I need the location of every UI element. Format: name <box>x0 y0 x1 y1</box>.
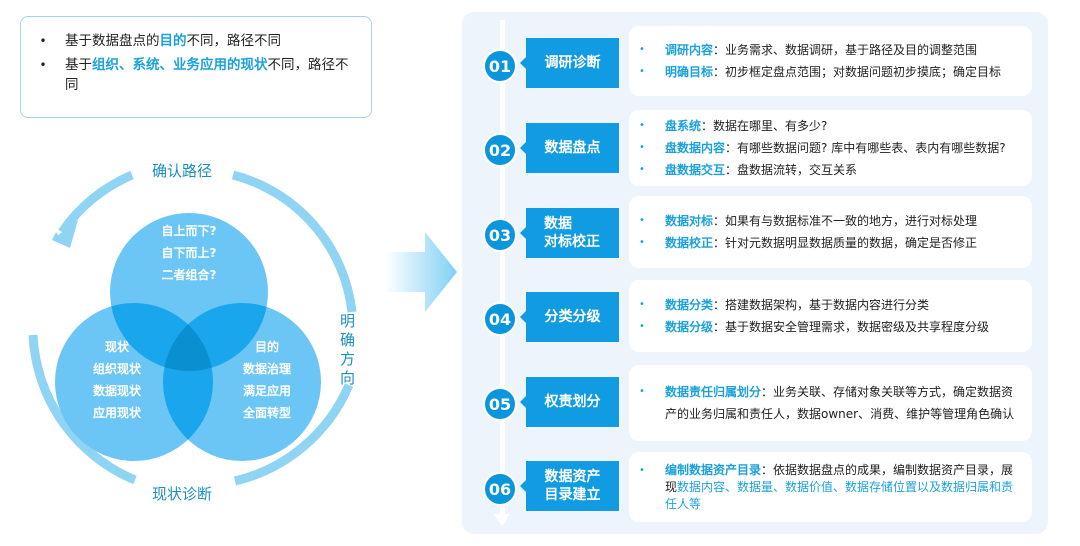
arc-top-left <box>58 170 134 235</box>
bullet-icon: • <box>639 215 645 226</box>
step-card-01: •调研内容：业务需求、数据调研，基于路径及目的调整范围 •明确目标：初步框定盘点… <box>629 26 1032 96</box>
note-line-1: • 基于数据盘点的目的不同，路径不同 <box>21 31 361 51</box>
note-highlight: 组织、系统、业务应用的现状 <box>92 57 268 73</box>
right-circle-text: 目的数据治理满足应用全面转型 <box>242 340 291 420</box>
arc-bottom-right <box>233 383 354 486</box>
step-number-03: 03 <box>483 218 517 252</box>
step-tag-01: 调研诊断 <box>520 38 619 88</box>
note-text: 基于 <box>65 57 92 73</box>
step-card-05: •数据责任归属划分：业务关联、存储对象关联等方式，确定数据资产的业务归属和责任人… <box>629 365 1032 441</box>
bullet-item: •盘数据内容：有哪些数据问题? 库中有哪些表、表内有哪些数据? <box>635 137 1024 159</box>
bullet-icon: • <box>639 386 645 397</box>
step-number-04: 04 <box>483 302 517 336</box>
bullet-icon: • <box>639 66 645 77</box>
timeline-arrow-icon <box>494 514 510 526</box>
bullet-item: •数据分类：搭建数据架构，基于数据内容进行分类 <box>635 294 1024 316</box>
bullet-icon: • <box>639 321 645 332</box>
bullet-item: •明确目标：初步框定盘点范围；对数据问题初步摸底；确定目标 <box>635 61 1024 83</box>
step-tag-02: 数据盘点 <box>520 123 619 173</box>
note-text: 基于数据盘点的 <box>65 33 160 49</box>
arc-label-confirm-path: 确认路径 <box>152 162 213 180</box>
arc-arrowhead-icon <box>52 220 78 248</box>
step-tag-04: 分类分级 <box>520 292 619 342</box>
venn-svg <box>28 170 357 486</box>
arc-label-status-diagnosis: 现状诊断 <box>152 485 213 503</box>
step-number-01: 01 <box>483 49 517 83</box>
step-number-02: 02 <box>483 133 517 167</box>
step-card-03: •数据对标：如果有与数据标准不一致的地方，进行对标处理 •数据校正：针对元数据明… <box>629 196 1032 268</box>
bullet-item: •调研内容：业务需求、数据调研，基于路径及目的调整范围 <box>635 39 1024 61</box>
bullet-item: •数据分级：基于数据安全管理需求，数据密级及共享程度分级 <box>635 316 1024 338</box>
bullet-icon: • <box>639 464 645 476</box>
bullet-icon: • <box>639 237 645 248</box>
bullet-item: •编制数据资产目录：依据数据盘点的成果，编制数据资产目录，展现数据内容、数据量、… <box>635 462 1024 513</box>
right-arrow-icon <box>385 232 457 312</box>
note-text: 不同，路径不同 <box>186 33 282 49</box>
venn-diagram: 确认路径 明确方向 现状诊断 自上而下?自下而上?二者组合? 现状组织现状数据现… <box>0 140 390 520</box>
bullet-item: •数据对标：如果有与数据标准不一致的地方，进行对标处理 <box>635 210 1024 232</box>
step-card-04: •数据分类：搭建数据架构，基于数据内容进行分类 •数据分级：基于数据安全管理需求… <box>629 280 1032 352</box>
process-panel <box>462 12 1048 534</box>
step-tag-06: 数据资产 目录建立 <box>520 461 619 511</box>
bullet-icon: • <box>639 299 645 310</box>
bullet-icon: • <box>39 58 47 72</box>
timeline-line <box>500 20 505 520</box>
left-circle-text: 现状组织现状数据现状应用现状 <box>92 340 141 420</box>
bullet-icon: • <box>639 120 645 131</box>
bullet-icon: • <box>639 142 645 153</box>
top-circle-text: 自上而下?自下而上?二者组合? <box>161 224 217 282</box>
note-box: • 基于数据盘点的目的不同，路径不同 • 基于组织、系统、业务应用的现状不同，路… <box>20 16 372 118</box>
note-highlight: 目的 <box>159 33 187 49</box>
bullet-item: •数据校正：针对元数据明显数据质量的数据，确定是否修正 <box>635 232 1024 254</box>
step-number-06: 06 <box>483 472 517 506</box>
note-line-2: • 基于组织、系统、业务应用的现状不同，路径不同 <box>21 55 361 95</box>
arc-top-right <box>231 170 357 313</box>
bullet-icon: • <box>639 44 645 55</box>
bullet-item: •盘系统：数据在哪里、有多少? <box>635 115 1024 137</box>
step-card-02: •盘系统：数据在哪里、有多少? •盘数据内容：有哪些数据问题? 库中有哪些表、表… <box>629 110 1032 186</box>
arc-bottom-left <box>28 334 137 485</box>
arc-label-clarify-direction: 明确方向 <box>340 312 356 387</box>
step-tag-05: 权责划分 <box>520 377 619 427</box>
step-tag-03: 数据 对标校正 <box>520 208 619 258</box>
bullet-item: •数据责任归属划分：业务关联、存储对象关联等方式，确定数据资产的业务归属和责任人… <box>635 381 1024 425</box>
bullet-item: •盘数据交互：盘数据流转，交互关系 <box>635 159 1024 181</box>
step-number-05: 05 <box>483 387 517 421</box>
step-card-06: •编制数据资产目录：依据数据盘点的成果，编制数据资产目录，展现数据内容、数据量、… <box>629 452 1032 522</box>
note-text: 不同，路径不同 <box>65 57 349 93</box>
bullet-icon: • <box>39 34 47 48</box>
bullet-icon: • <box>639 164 645 175</box>
